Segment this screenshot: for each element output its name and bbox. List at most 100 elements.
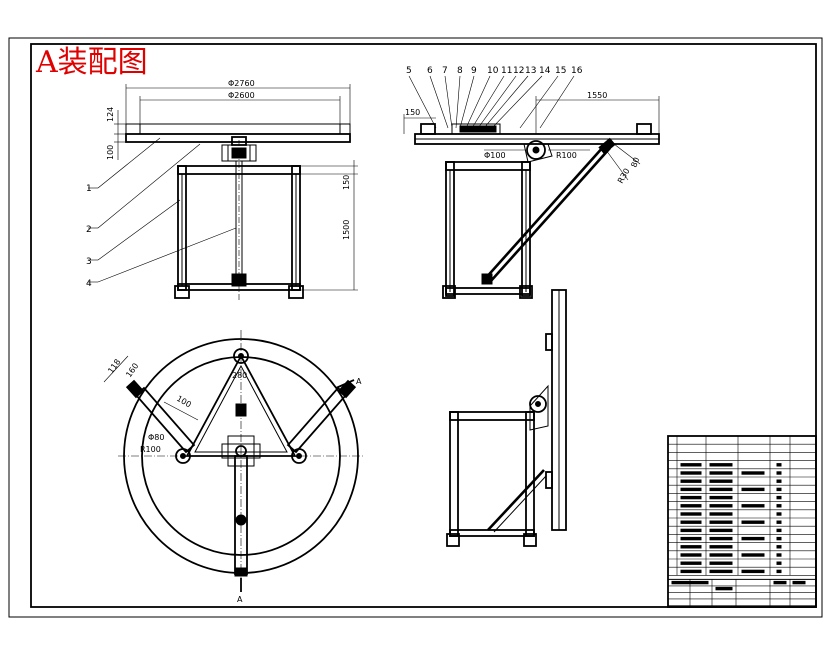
side-view: [414, 123, 660, 299]
parts-cell-mark: [680, 520, 702, 524]
parts-cell-mark: [709, 528, 733, 533]
parts-cell-mark: [741, 487, 765, 492]
title-cell-mark: [715, 586, 733, 591]
balloon-14: 14: [539, 66, 551, 76]
parts-cell-mark: [776, 463, 782, 467]
title-cell-mark: [773, 580, 787, 585]
balloon-8: 8: [457, 66, 463, 76]
parts-cell-mark: [776, 520, 782, 524]
leader-line: [477, 75, 517, 129]
leader-line: [539, 75, 575, 129]
dim-100: 100: [106, 145, 115, 160]
parts-cell-mark: [709, 561, 733, 565]
section-mark-bottom: A: [237, 595, 243, 604]
parts-cell-mark: [709, 553, 733, 557]
leader-line: [408, 75, 437, 129]
inner-frame: [30, 43, 817, 608]
parts-cell-mark: [680, 512, 702, 516]
parts-cell-mark: [776, 545, 782, 549]
parts-cell-mark: [709, 520, 733, 524]
leader-line: [455, 75, 461, 129]
section-mark-right: A: [356, 377, 362, 386]
balloon-11: 11: [501, 66, 512, 76]
leader-line: [465, 75, 491, 129]
title-cell-mark: [671, 580, 709, 585]
parts-cell-mark: [680, 528, 702, 533]
dim-150: 150: [342, 175, 351, 190]
parts-cell-mark: [776, 504, 782, 508]
parts-cell-mark: [741, 553, 765, 557]
folded-view: [446, 289, 567, 547]
parts-cell-mark: [680, 471, 702, 475]
dim-124: 124: [106, 107, 115, 122]
side-dim-150: 150: [405, 108, 420, 117]
parts-cell-mark: [709, 495, 733, 500]
leader-line: [491, 75, 543, 129]
leader-line: [483, 75, 529, 129]
leader-line: [459, 75, 475, 129]
parts-cell-mark: [709, 504, 733, 508]
parts-cell-mark: [776, 553, 782, 557]
parts-cell-mark: [709, 463, 733, 467]
side-dim-80: 80: [629, 156, 641, 169]
parts-cell-mark: [709, 479, 733, 483]
balloon-4: 4: [86, 279, 92, 289]
parts-cell-mark: [776, 536, 782, 541]
outer-frame: [8, 37, 823, 618]
balloon-7: 7: [442, 66, 448, 76]
parts-cell-mark: [680, 504, 702, 508]
parts-cell-mark: [776, 561, 782, 565]
leader-line: [429, 75, 449, 129]
parts-cell-mark: [776, 569, 782, 574]
parts-cell-mark: [709, 536, 733, 541]
parts-cell-mark: [741, 569, 765, 574]
leader-line: [471, 75, 505, 129]
front-view: [125, 123, 351, 300]
drawing-title: A装配图: [35, 45, 148, 80]
front-view-dimensions: Φ2760 Φ2600 124 100 150 1500: [106, 79, 358, 291]
balloon-5: 5: [406, 66, 412, 76]
balloon-12: 12: [513, 66, 524, 76]
balloon-3: 3: [86, 257, 92, 267]
parts-cell-mark: [680, 463, 702, 467]
parts-cell-mark: [680, 545, 702, 549]
parts-cell-mark: [776, 495, 782, 500]
title-block: [667, 435, 817, 608]
title-cell-mark: [792, 580, 806, 585]
top-dim-280: 280: [232, 371, 247, 380]
parts-cell-mark: [680, 495, 702, 500]
parts-cell-mark: [709, 569, 733, 574]
leader-line: [519, 75, 559, 129]
balloon-6: 6: [427, 66, 433, 76]
parts-cell-mark: [709, 545, 733, 549]
parts-cell-mark: [776, 487, 782, 492]
top-view: [118, 330, 364, 592]
balloon-2: 2: [86, 225, 92, 235]
parts-cell-mark: [709, 512, 733, 516]
parts-cell-mark: [776, 471, 782, 475]
parts-cell-mark: [776, 512, 782, 516]
parts-cell-mark: [680, 487, 702, 492]
balloon-16: 16: [571, 66, 583, 76]
parts-cell-mark: [680, 553, 702, 557]
balloon-15: 15: [555, 66, 566, 76]
dim-1500: 1500: [342, 220, 351, 240]
balloon-9: 9: [471, 66, 477, 76]
dim-inner-diameter: Φ2600: [228, 91, 255, 100]
side-dim-1550: 1550: [587, 91, 607, 100]
dim-overall-diameter: Φ2760: [228, 79, 255, 88]
parts-cell-mark: [741, 504, 765, 508]
balloon-13: 13: [525, 66, 536, 76]
parts-cell-mark: [776, 528, 782, 533]
top-dim-phi80: Φ80: [148, 433, 164, 442]
parts-cell-mark: [741, 471, 765, 475]
balloon-10: 10: [487, 66, 499, 76]
parts-cell-mark: [680, 536, 702, 541]
parts-cell-mark: [680, 479, 702, 483]
leader-line: [444, 75, 453, 129]
top-dim-r100: R100: [140, 445, 161, 454]
front-view-leaders: 1 2 3 4: [86, 137, 237, 289]
parts-cell-mark: [741, 536, 765, 541]
